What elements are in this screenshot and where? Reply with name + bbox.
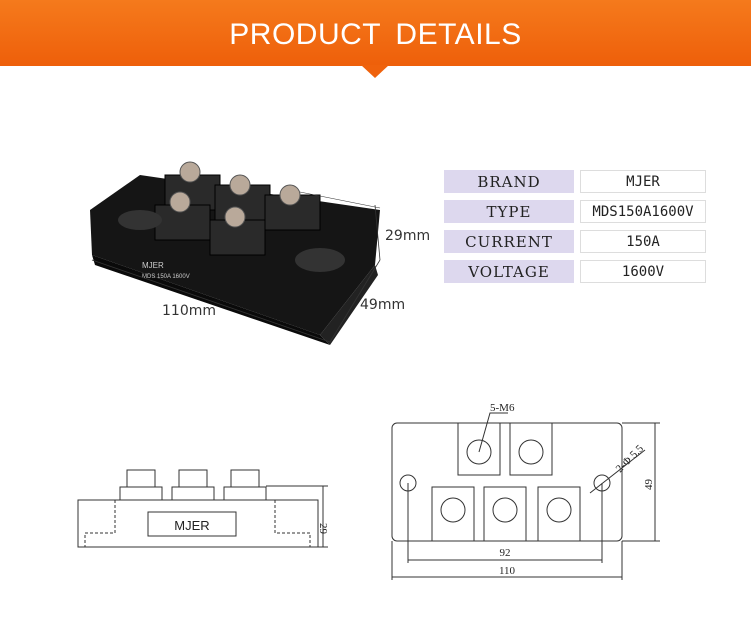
hole-spacing-dim: 92 bbox=[500, 547, 511, 559]
page-title: PRODUCT DETAILS bbox=[229, 18, 522, 51]
spec-value: 150A bbox=[580, 230, 706, 253]
spec-label: CURRENT bbox=[444, 230, 574, 253]
spec-row-voltage: VOLTAGE 1600V bbox=[444, 260, 706, 283]
spec-row-brand: BRAND MJER bbox=[444, 170, 706, 193]
length-dim: 110 bbox=[499, 565, 516, 577]
photo-height-dim: 29mm bbox=[385, 228, 431, 244]
side-height-dim: 29 bbox=[317, 523, 329, 535]
top-view-drawing: 5-M6 2-Φ 5.5 92 110 49 bbox=[391, 402, 660, 580]
spec-table: BRAND MJER TYPE MDS150A1600V CURRENT 150… bbox=[444, 170, 706, 290]
header-banner: PRODUCT DETAILS bbox=[0, 0, 751, 66]
spec-value: MJER bbox=[580, 170, 706, 193]
photo-brand-text: MJER bbox=[142, 261, 164, 270]
photo-model-text: MDS 150A 1600V bbox=[142, 274, 190, 280]
banner-pointer bbox=[361, 65, 389, 78]
spec-label: VOLTAGE bbox=[444, 260, 574, 283]
product-photo: MJER MDS 150A 1600V bbox=[90, 161, 381, 345]
spec-value: 1600V bbox=[580, 260, 706, 283]
side-view-drawing: MJER 29 bbox=[77, 469, 329, 548]
spec-label: TYPE bbox=[444, 200, 574, 223]
photo-width-dim: 49mm bbox=[360, 297, 406, 313]
side-label-text: MJER bbox=[174, 518, 209, 533]
spec-label: BRAND bbox=[444, 170, 574, 193]
spec-row-type: TYPE MDS150A1600V bbox=[444, 200, 706, 223]
hole-note: 2-Φ 5.5 bbox=[614, 442, 647, 475]
photo-length-dim: 110mm bbox=[162, 303, 216, 319]
spec-row-current: CURRENT 150A bbox=[444, 230, 706, 253]
width-dim: 49 bbox=[643, 479, 655, 491]
spec-value: MDS150A1600V bbox=[580, 200, 706, 223]
screw-note: 5-M6 bbox=[490, 402, 515, 414]
